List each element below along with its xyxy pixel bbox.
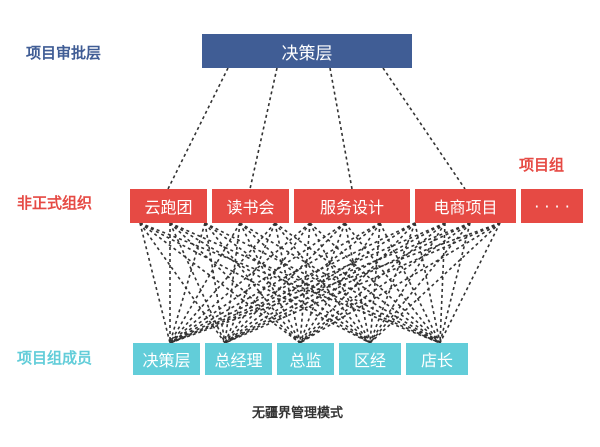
connector-middle-to-bottom-7-4 [379, 222, 441, 344]
label-approval-layer: 项目审批层 [26, 44, 102, 62]
middle-box-book-club: 读书会 [212, 189, 289, 223]
label-project-members: 项目组成员 [17, 349, 93, 367]
connector-middle-to-bottom-11-4 [439, 222, 501, 344]
connector-middle-to-bottom-11-2 [299, 222, 501, 344]
bottom-box-director: 总监 [277, 343, 334, 375]
connector-top-to-middle-3 [382, 67, 466, 190]
connector-middle-to-bottom-7-3 [369, 222, 381, 344]
connector-middle-to-bottom-6-1 [224, 222, 346, 344]
connector-middle-to-bottom-1-2 [169, 222, 301, 344]
connector-middle-to-bottom-7-2 [299, 222, 381, 344]
bottom-box-general-manager: 总经理 [205, 343, 272, 375]
connector-middle-to-bottom-10-4 [439, 222, 471, 344]
connector-middle-to-bottom-4-1 [224, 222, 276, 344]
diagram-caption: 无疆界管理模式 [252, 406, 344, 421]
connector-middle-to-bottom-8-4 [414, 222, 441, 344]
connector-top-to-middle-0 [167, 67, 229, 190]
label-informal-org: 非正式组织 [17, 194, 93, 212]
bottom-box-store-manager: 店长 [406, 343, 468, 375]
connector-middle-to-bottom-3-2 [239, 222, 301, 344]
label-project-group: 项目组 [519, 156, 565, 174]
bottom-box-district-manager: 区经 [339, 343, 401, 375]
connector-middle-to-bottom-2-4 [204, 222, 441, 344]
connector-middle-to-bottom-9-4 [439, 222, 446, 344]
middle-box-more: · · · · [521, 189, 583, 223]
connector-middle-to-bottom-2-1 [204, 222, 226, 344]
middle-box-ecommerce-project: 电商项目 [415, 189, 516, 223]
connector-middle-to-bottom-7-0 [169, 222, 381, 344]
connector-middle-to-bottom-5-1 [224, 222, 311, 344]
connector-middle-to-bottom-3-0 [169, 222, 241, 344]
connector-middle-to-bottom-11-1 [224, 222, 501, 344]
connector-middle-to-bottom-4-3 [274, 222, 371, 344]
connector-middle-to-bottom-8-2 [299, 222, 416, 344]
middle-box-service-design: 服务设计 [294, 189, 410, 223]
connector-middle-to-bottom-9-2 [299, 222, 446, 344]
connector-middle-to-bottom-6-4 [344, 222, 441, 344]
connector-middle-to-bottom-6-3 [344, 222, 371, 344]
bottom-box-decision-layer: 决策层 [133, 343, 200, 375]
connector-middle-to-bottom-7-1 [224, 222, 381, 344]
connector-middle-to-bottom-9-0 [169, 222, 446, 344]
connector-middle-to-bottom-4-0 [169, 222, 276, 344]
connector-middle-to-bottom-3-1 [224, 222, 241, 344]
connector-middle-to-bottom-4-2 [274, 222, 301, 344]
connector-middle-to-bottom-0-0 [139, 222, 171, 344]
connector-middle-to-bottom-2-0 [169, 222, 206, 344]
connector-middle-to-bottom-8-1 [224, 222, 416, 344]
connector-top-to-middle-2 [329, 67, 353, 190]
connector-middle-to-bottom-11-0 [169, 222, 501, 344]
connector-middle-to-bottom-2-2 [204, 222, 301, 344]
connector-middle-to-bottom-6-0 [169, 222, 346, 344]
connector-top-to-middle-1 [249, 67, 278, 190]
connector-middle-to-bottom-1-1 [169, 222, 226, 344]
connector-middle-to-bottom-0-3 [139, 222, 371, 344]
connector-middle-to-bottom-1-4 [169, 222, 441, 344]
connector-middle-to-bottom-5-2 [299, 222, 311, 344]
connector-middle-to-bottom-10-2 [299, 222, 471, 344]
middle-box-running-club: 云跑团 [130, 189, 207, 223]
connector-middle-to-bottom-5-0 [169, 222, 311, 344]
connector-middle-to-bottom-0-1 [139, 222, 226, 344]
top-box-decision-layer: 决策层 [202, 34, 412, 68]
